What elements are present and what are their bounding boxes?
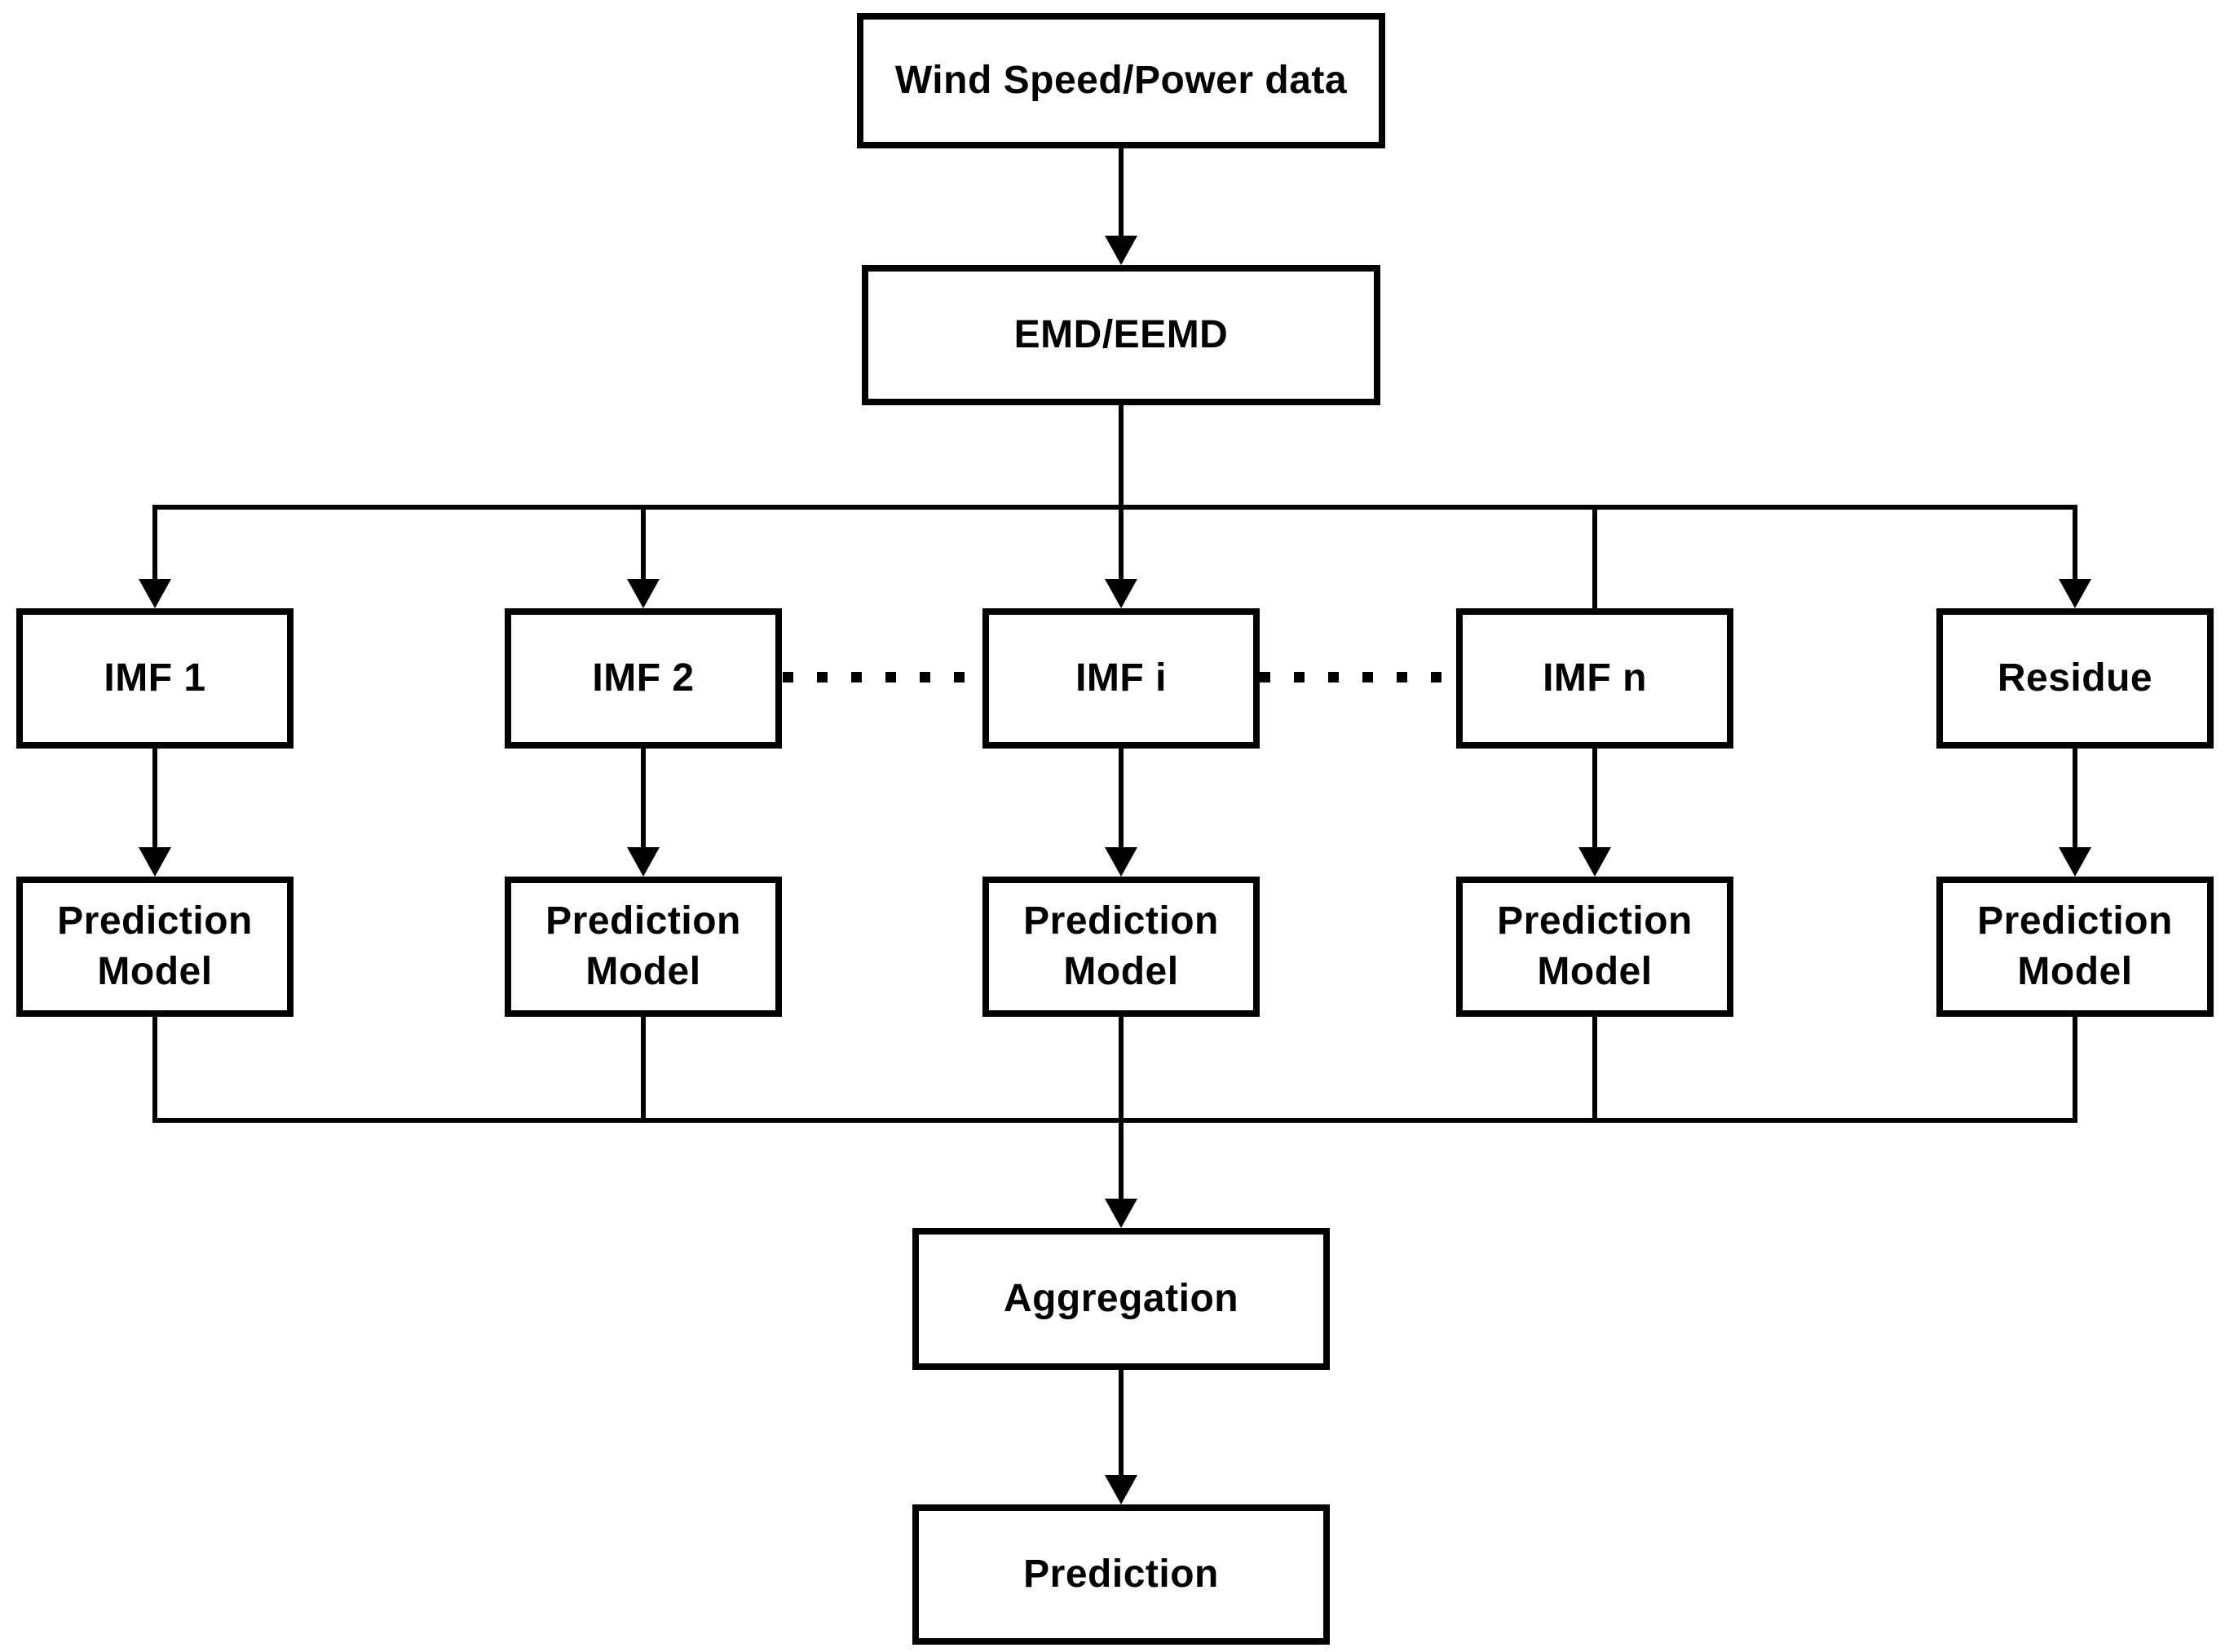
- arrowhead-into-emd: [1105, 236, 1137, 265]
- connector-branch-to-imf1: [152, 505, 157, 582]
- branch-bus-line: [152, 505, 2077, 510]
- arrowhead-into-model2: [627, 847, 660, 877]
- arrowhead-into-model1: [139, 847, 171, 877]
- node-residue-label: Residue: [1997, 656, 2153, 700]
- connector-model4-to-bus: [1592, 1017, 1597, 1123]
- node-prediction-model-2-label: Prediction Model: [545, 899, 741, 993]
- connector-model1-to-bus: [152, 1017, 157, 1123]
- node-imfn-label: IMF n: [1543, 656, 1647, 700]
- node-imfi: IMF i: [982, 608, 1260, 749]
- node-prediction-output-label: Prediction: [1023, 1552, 1219, 1596]
- arrowhead-into-residue: [2059, 579, 2091, 608]
- node-imf2-label: IMF 2: [592, 656, 695, 700]
- node-prediction-model-4-label: Prediction Model: [1497, 899, 1693, 993]
- connector-branch-to-imfn: [1592, 505, 1597, 608]
- node-input-data-label: Wind Speed/Power data: [894, 58, 1348, 102]
- node-emd-eemd: EMD/EEMD: [862, 265, 1380, 405]
- arrowhead-into-imfi: [1105, 579, 1137, 608]
- node-emd-eemd-label: EMD/EEMD: [1013, 312, 1229, 356]
- node-prediction-model-4: Prediction Model: [1456, 877, 1733, 1017]
- node-prediction-model-1: Prediction Model: [16, 877, 294, 1017]
- connector-emd-to-branch: [1119, 405, 1124, 581]
- connector-branch-to-residue: [2073, 505, 2077, 582]
- connector-model3-to-aggregation: [1119, 1017, 1124, 1201]
- node-imf2: IMF 2: [505, 608, 782, 749]
- node-prediction-model-5-label: Prediction Model: [1977, 899, 2173, 993]
- node-aggregation: Aggregation: [912, 1228, 1330, 1370]
- node-imfn: IMF n: [1456, 608, 1733, 749]
- connector-residue-to-model5: [2073, 749, 2077, 850]
- dotted-separator-imfi-imfn: [1260, 672, 1456, 682]
- dotted-separator-imf2-imfi: [783, 672, 983, 682]
- arrowhead-into-aggregation: [1105, 1199, 1137, 1228]
- arrowhead-into-model4: [1578, 847, 1611, 877]
- connector-model5-to-bus: [2073, 1017, 2077, 1123]
- connector-imf1-to-model1: [152, 749, 157, 850]
- node-prediction-model-5: Prediction Model: [1936, 877, 2214, 1017]
- node-prediction-output: Prediction: [912, 1504, 1330, 1645]
- arrowhead-into-imf1: [139, 579, 171, 608]
- node-prediction-model-3: Prediction Model: [982, 877, 1260, 1017]
- node-imf1: IMF 1: [16, 608, 294, 749]
- arrowhead-into-prediction: [1105, 1475, 1137, 1504]
- node-prediction-model-1-label: Prediction Model: [57, 899, 253, 993]
- collector-bus-line: [152, 1118, 2077, 1123]
- arrowhead-into-imf2: [627, 579, 660, 608]
- connector-model2-to-bus: [641, 1017, 646, 1123]
- node-imf1-label: IMF 1: [104, 656, 206, 700]
- connector-branch-to-imf2: [641, 505, 646, 582]
- connector-imf2-to-model2: [641, 749, 646, 850]
- node-prediction-model-2: Prediction Model: [505, 877, 782, 1017]
- node-prediction-model-3-label: Prediction Model: [1023, 899, 1219, 993]
- node-imfi-label: IMF i: [1075, 656, 1167, 700]
- connector-input-to-emd: [1119, 148, 1124, 240]
- connector-imfi-to-model3: [1119, 749, 1124, 850]
- node-input-data: Wind Speed/Power data: [857, 13, 1385, 148]
- connector-aggregation-to-prediction: [1119, 1370, 1124, 1478]
- arrowhead-into-model5: [2059, 847, 2091, 877]
- connector-imfn-to-model4: [1592, 749, 1597, 850]
- node-residue: Residue: [1936, 608, 2214, 749]
- node-aggregation-label: Aggregation: [1003, 1276, 1239, 1320]
- arrowhead-into-model3: [1105, 847, 1137, 877]
